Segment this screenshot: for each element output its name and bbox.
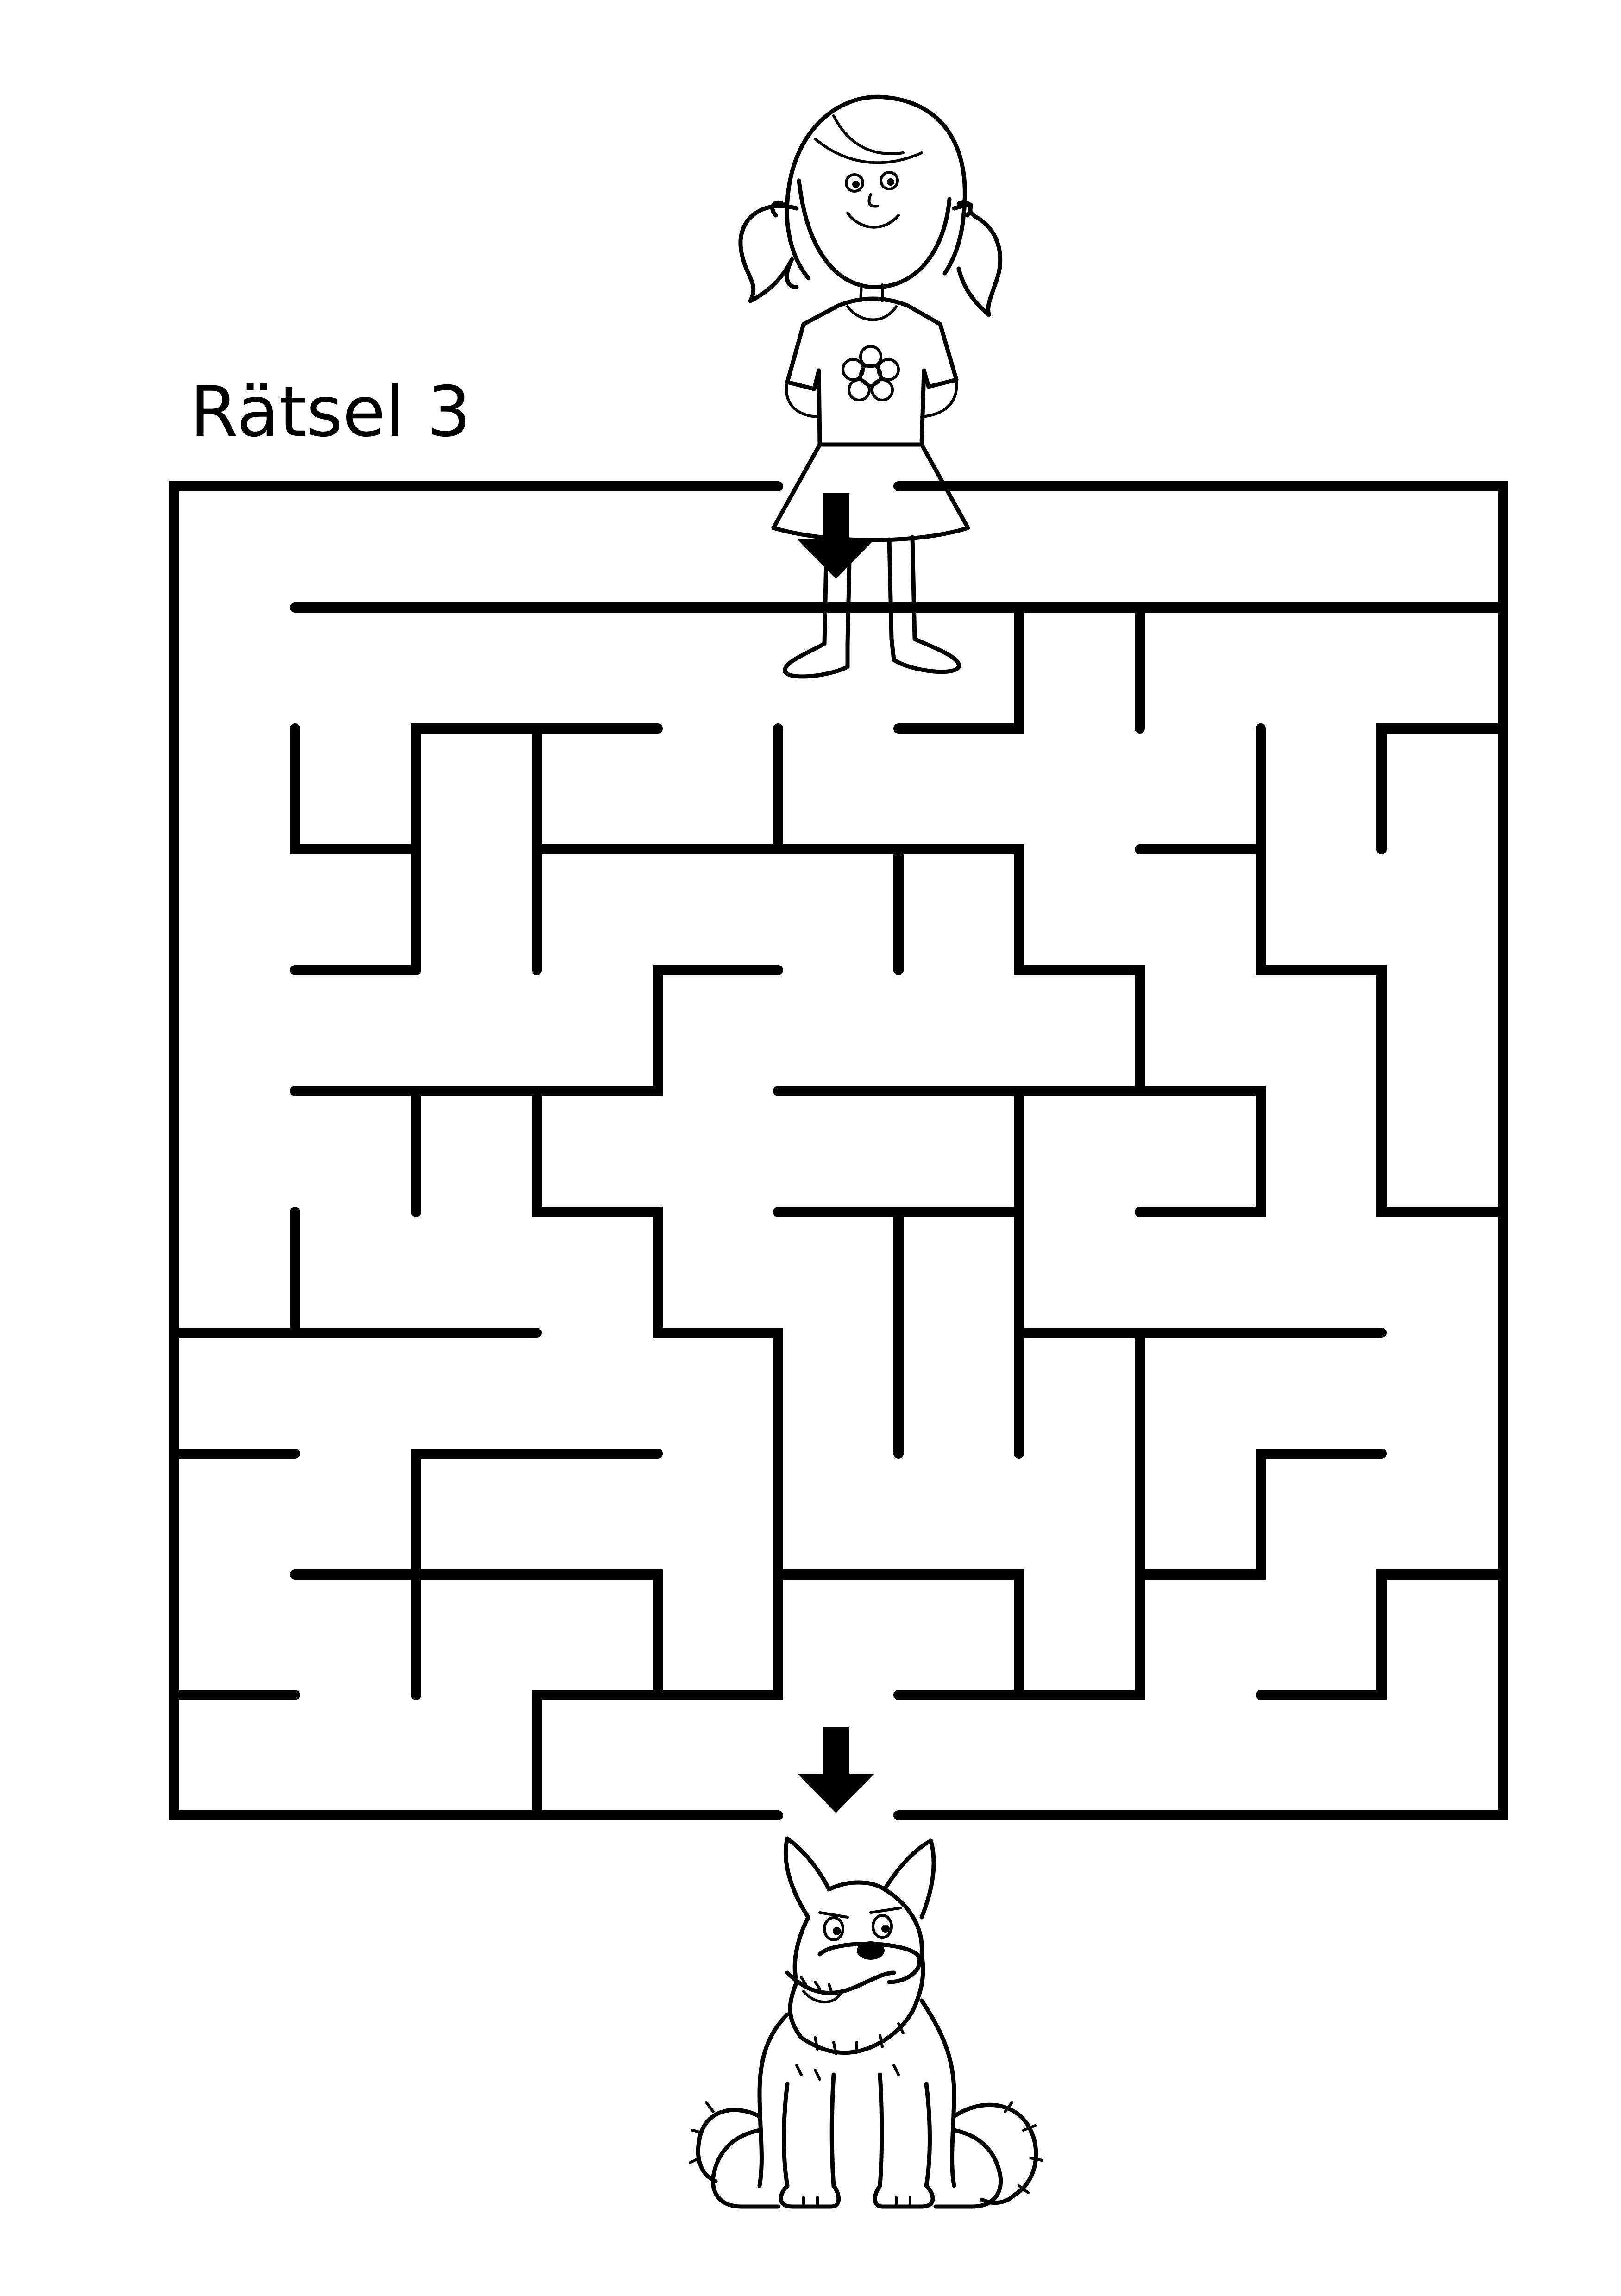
- girl-with-pigtails-icon: [738, 94, 1003, 679]
- sitting-dog-icon: [689, 1836, 1043, 2209]
- maze-outer-wall-top-right: [893, 481, 1508, 1820]
- exit-arrow-down-icon: [798, 1727, 874, 1813]
- maze-outer-wall-top-left: [169, 481, 783, 1820]
- entrance-arrow-down-icon: [798, 493, 874, 579]
- maze-interior-walls: [169, 602, 1508, 1820]
- puzzle-title: Rätsel 3: [190, 372, 471, 452]
- maze-grid: [169, 481, 1508, 1820]
